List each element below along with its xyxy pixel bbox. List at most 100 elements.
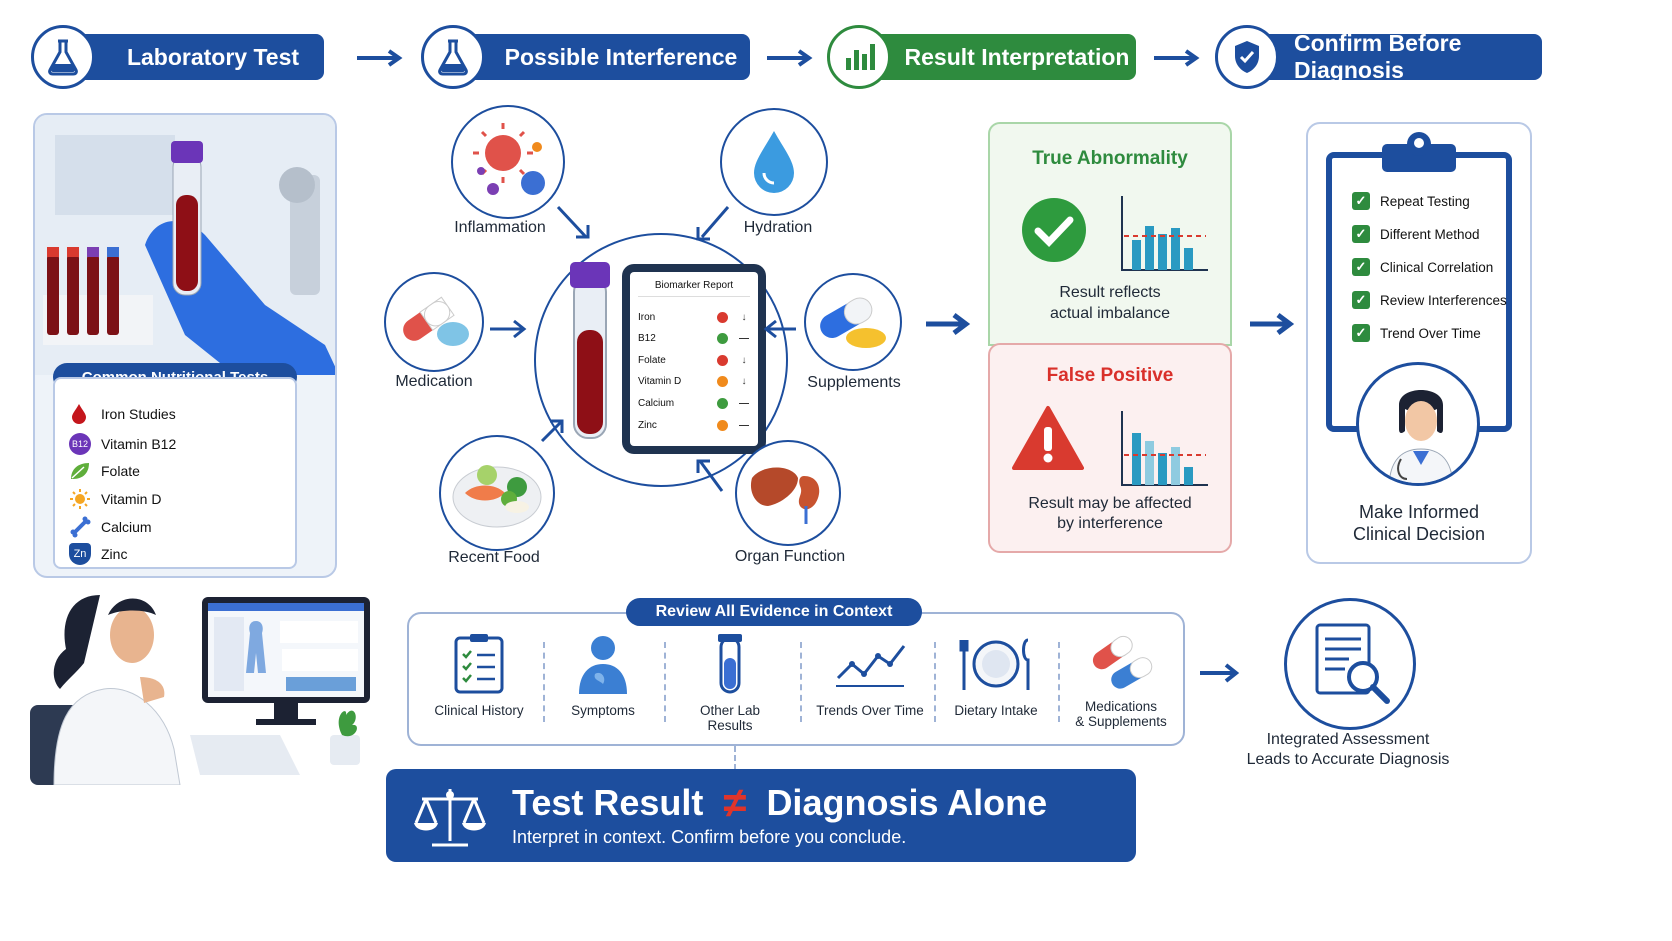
trend-line-icon [836,645,906,687]
clinician-at-computer-illustration [30,595,370,785]
factor-label-hydration: Hydration [743,219,813,236]
evidence-medications-supplements: Medications & Supplements [1062,632,1180,729]
report-row: Calcium — [638,394,750,412]
zinc-badge-icon: Zn [69,543,91,565]
liver-kidney-icon [750,467,820,524]
doctor-icon [1388,390,1454,483]
trend-indicator: — [739,419,749,431]
report-row-name: Calcium [638,397,675,409]
plate-cutlery-icon [959,638,1030,690]
shield-check-icon [1215,25,1279,89]
pill-capsule-icon [403,296,469,346]
blood-drop-icon [72,404,86,424]
status-dot-icon [717,376,728,388]
medication-circle [384,272,484,372]
clipboard-clip-icon [1382,132,1456,172]
false-positive-text-2: by interference [1057,515,1163,532]
connector-line [734,746,736,770]
trend-indicator: ↓ [741,311,747,323]
step-label: Result Interpretation [904,43,1130,70]
true-abnormality-text-1: Result reflects [1059,284,1161,301]
warning-triangle-icon [1012,406,1084,470]
step-label: Confirm Before Diagnosis [1294,30,1462,83]
step-possible-interference: Possible Interference [452,34,750,80]
arrow-right-icon [357,49,403,67]
blood-tube-icon [570,262,610,439]
list-item: Calcium [69,516,152,538]
supplement-capsule-icon [820,297,886,348]
pills-icon [1092,635,1153,689]
person-symptoms-icon [579,636,627,694]
checkbox-checked-icon: ✓ [1352,324,1370,342]
list-item: B12 Vitamin B12 [69,433,176,455]
checkbox-checked-icon: ✓ [1352,258,1370,276]
checklist-item: ✓Trend Over Time [1352,324,1481,342]
evidence-clinical-history: Clinical History [420,632,538,718]
report-row-name: Zinc [638,419,657,431]
evidence-box [407,612,1185,746]
decision-text-1: Make Informed [1358,502,1480,522]
status-dot-icon [717,419,728,431]
supplements-circle [804,273,902,371]
lab-test-card: Common Nutritional Tests Iron Studies B1… [33,113,337,578]
report-row-name: Folate [638,354,666,366]
status-dot-icon [717,397,728,409]
evidence-symptoms: Symptoms [548,632,658,718]
bone-icon [70,516,91,538]
doctor-avatar [1356,362,1480,486]
step-label: Laboratory Test [126,43,300,70]
separator [664,642,666,722]
status-dot-icon [717,354,728,366]
bar-chart-interference-icon [1121,411,1208,486]
list-item: Vitamin D [69,488,161,510]
food-plate-icon [452,465,542,528]
report-row: Iron ↓ [638,308,750,326]
arrow-right-icon [1154,49,1200,67]
inflammation-circle [451,105,565,219]
assessment-line-2: Leads to Accurate Diagnosis [1246,751,1450,768]
arrow-right-icon [1200,663,1240,683]
true-abnormality-panel: True Abnormality Result reflects actual … [988,122,1232,346]
trend-indicator: ↓ [741,376,747,388]
false-positive-panel: False Positive Result may be affected by… [988,343,1232,553]
list-item: Folate [69,461,140,481]
checkbox-checked-icon: ✓ [1352,192,1370,210]
banner-headline: Test Result ≠ Diagnosis Alone [512,779,1048,826]
factor-label-supplements: Supplements [807,374,901,391]
true-abnormality-text-2: actual imbalance [1049,305,1171,322]
status-dot-icon [717,311,728,323]
lab-illustration [35,115,335,375]
recent-food-circle [439,435,555,551]
step-label: Possible Interference [504,43,738,70]
organ-function-circle [735,440,841,546]
factor-label-medication: Medication [395,373,473,390]
arrow-right-icon [1250,313,1295,335]
step-laboratory-test: Laboratory Test [62,34,324,80]
report-row: Zinc — [638,416,750,434]
factor-label-recent-food: Recent Food [448,549,540,566]
trend-indicator: ↓ [741,354,747,366]
list-item: Iron Studies [69,403,176,425]
report-row: B12— [638,330,750,348]
separator [800,642,802,722]
report-row-name: Iron [638,311,656,323]
checklist-item: ✓Different Method [1352,225,1480,243]
scales-icon [414,789,486,847]
test-tube-icon [718,634,742,694]
confirm-card: ✓Repeat Testing ✓Different Method ✓Clini… [1306,122,1532,564]
sun-icon [70,489,90,509]
assessment-circle [1284,598,1416,730]
separator [1058,642,1060,722]
virus-icon [473,123,545,195]
flask-icon [421,25,485,89]
checklist-item: ✓Clinical Correlation [1352,258,1493,276]
water-drop-icon [754,131,794,193]
common-tests-list [53,377,297,569]
tablet-report: Biomarker Report Iron↓B12—Folate↓Vitamin… [622,264,766,454]
separator [934,642,936,722]
trend-indicator: — [739,397,749,409]
step-result-interpretation: Result Interpretation [858,34,1136,80]
evidence-title: Review All Evidence in Context [626,598,922,626]
report-title: Biomarker Report [654,280,734,291]
document-search-icon [1315,623,1390,704]
